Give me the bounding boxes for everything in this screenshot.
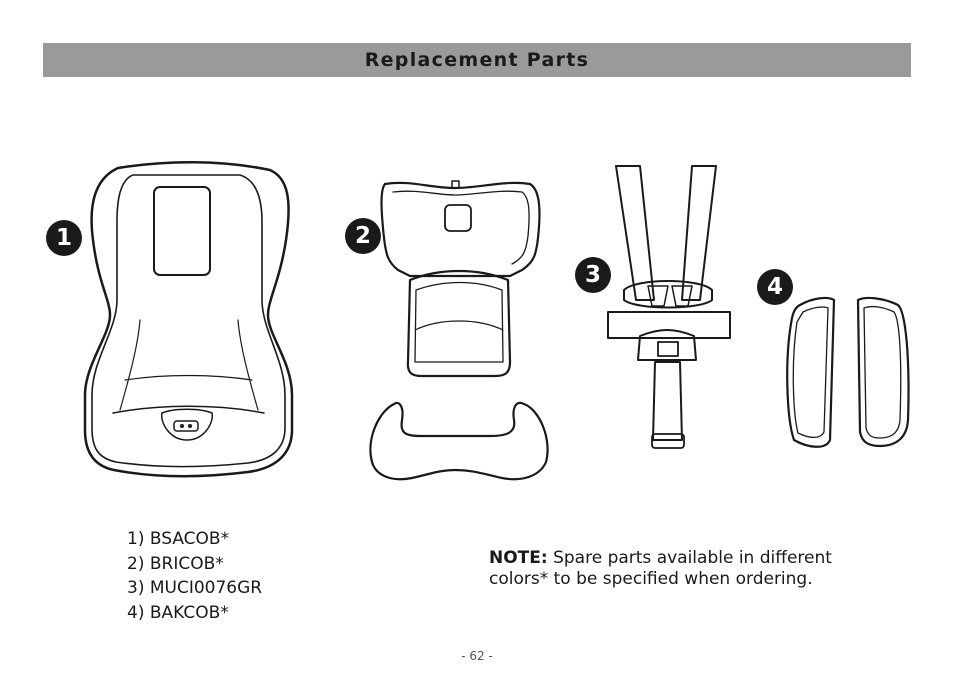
part-number-badge-2: 2 (345, 218, 381, 254)
harness-straps-icon (607, 165, 731, 449)
note-text: NOTE: Spare parts available in different… (489, 548, 869, 590)
page-number: - 62 - (461, 649, 493, 663)
list-item: 2) BRICOB* (127, 553, 224, 574)
parts-list: 1) BSACOB* 2) BRICOB* 3) MUCI0076GR 4) B… (127, 527, 262, 625)
note-label: NOTE: (489, 548, 548, 568)
header-bar: Replacement Parts (43, 43, 911, 77)
note-body: Spare parts available in different color… (489, 548, 832, 589)
list-item: 1) BSACOB* (127, 529, 230, 549)
shoulder-pads-icon (786, 296, 910, 448)
page-title: Replacement Parts (364, 49, 590, 71)
part-number-badge-3: 3 (575, 257, 611, 293)
part-number-badge-1: 1 (46, 220, 82, 256)
list-item: 3) MUCI0076GR (127, 578, 263, 598)
head-support-and-insert-icon (369, 180, 549, 481)
list-item: 4) BAKCOB* (127, 602, 229, 623)
seat-cover-icon (83, 160, 294, 478)
part-number-badge-4: 4 (757, 269, 793, 305)
